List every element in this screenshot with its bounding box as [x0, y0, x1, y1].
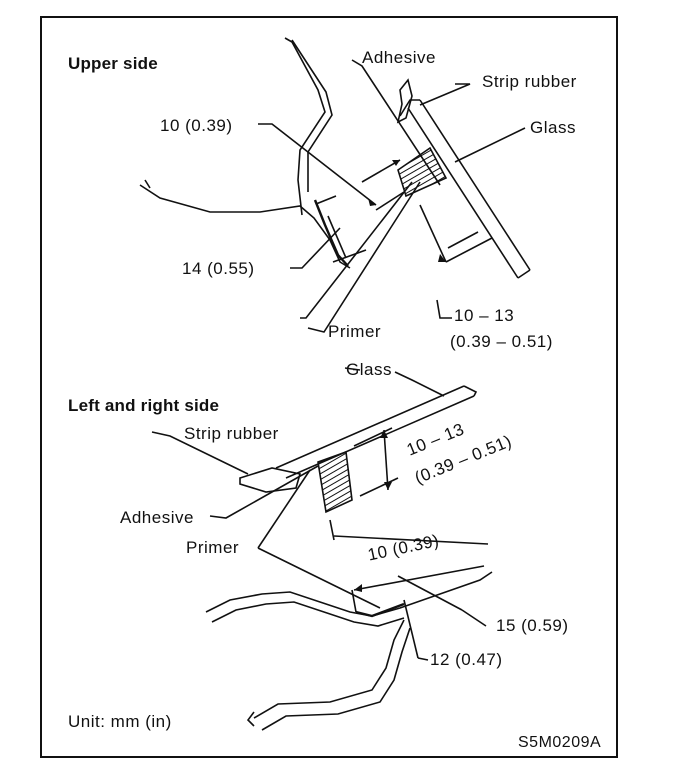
side-primer-label: Primer — [186, 538, 240, 557]
upper-adhesive-label: Adhesive — [362, 48, 436, 67]
upper-glass-label: Glass — [530, 118, 576, 137]
side-glass-label: Glass — [346, 360, 392, 379]
upper-primer-label: Primer — [328, 322, 382, 341]
side-title: Left and right side — [68, 396, 220, 415]
upper-strip-rubber — [396, 78, 413, 124]
side-glass — [275, 385, 478, 479]
upper-dim-10-13-in-label: (0.39 – 0.51) — [450, 332, 553, 351]
upper-body-panel — [139, 37, 351, 269]
diagram-frame — [40, 16, 618, 758]
upper-strip-rubber-label: Strip rubber — [482, 72, 577, 91]
upper-side-title: Upper side — [68, 54, 158, 73]
side-strip-rubber-label: Strip rubber — [184, 424, 279, 443]
side-leader-lines — [151, 367, 489, 661]
arrowheads — [354, 160, 446, 592]
upper-leader-lines — [258, 59, 526, 333]
side-adhesive-bead — [317, 450, 353, 514]
unit-label: Unit: mm (in) — [68, 712, 172, 731]
upper-dim-10-label: 10 (0.39) — [160, 116, 233, 135]
upper-dim-14-label: 14 (0.55) — [182, 259, 255, 278]
side-adhesive-label: Adhesive — [120, 508, 194, 527]
side-strip-rubber — [239, 467, 302, 493]
figure-code: S5M0209A — [518, 734, 602, 751]
side-dim-15-label: 15 (0.59) — [496, 616, 569, 635]
upper-dim-10-13-label: 10 – 13 — [454, 306, 515, 325]
upper-glass — [399, 99, 531, 279]
side-dim-12-label: 12 (0.47) — [430, 650, 503, 669]
side-body-panel — [205, 571, 493, 731]
